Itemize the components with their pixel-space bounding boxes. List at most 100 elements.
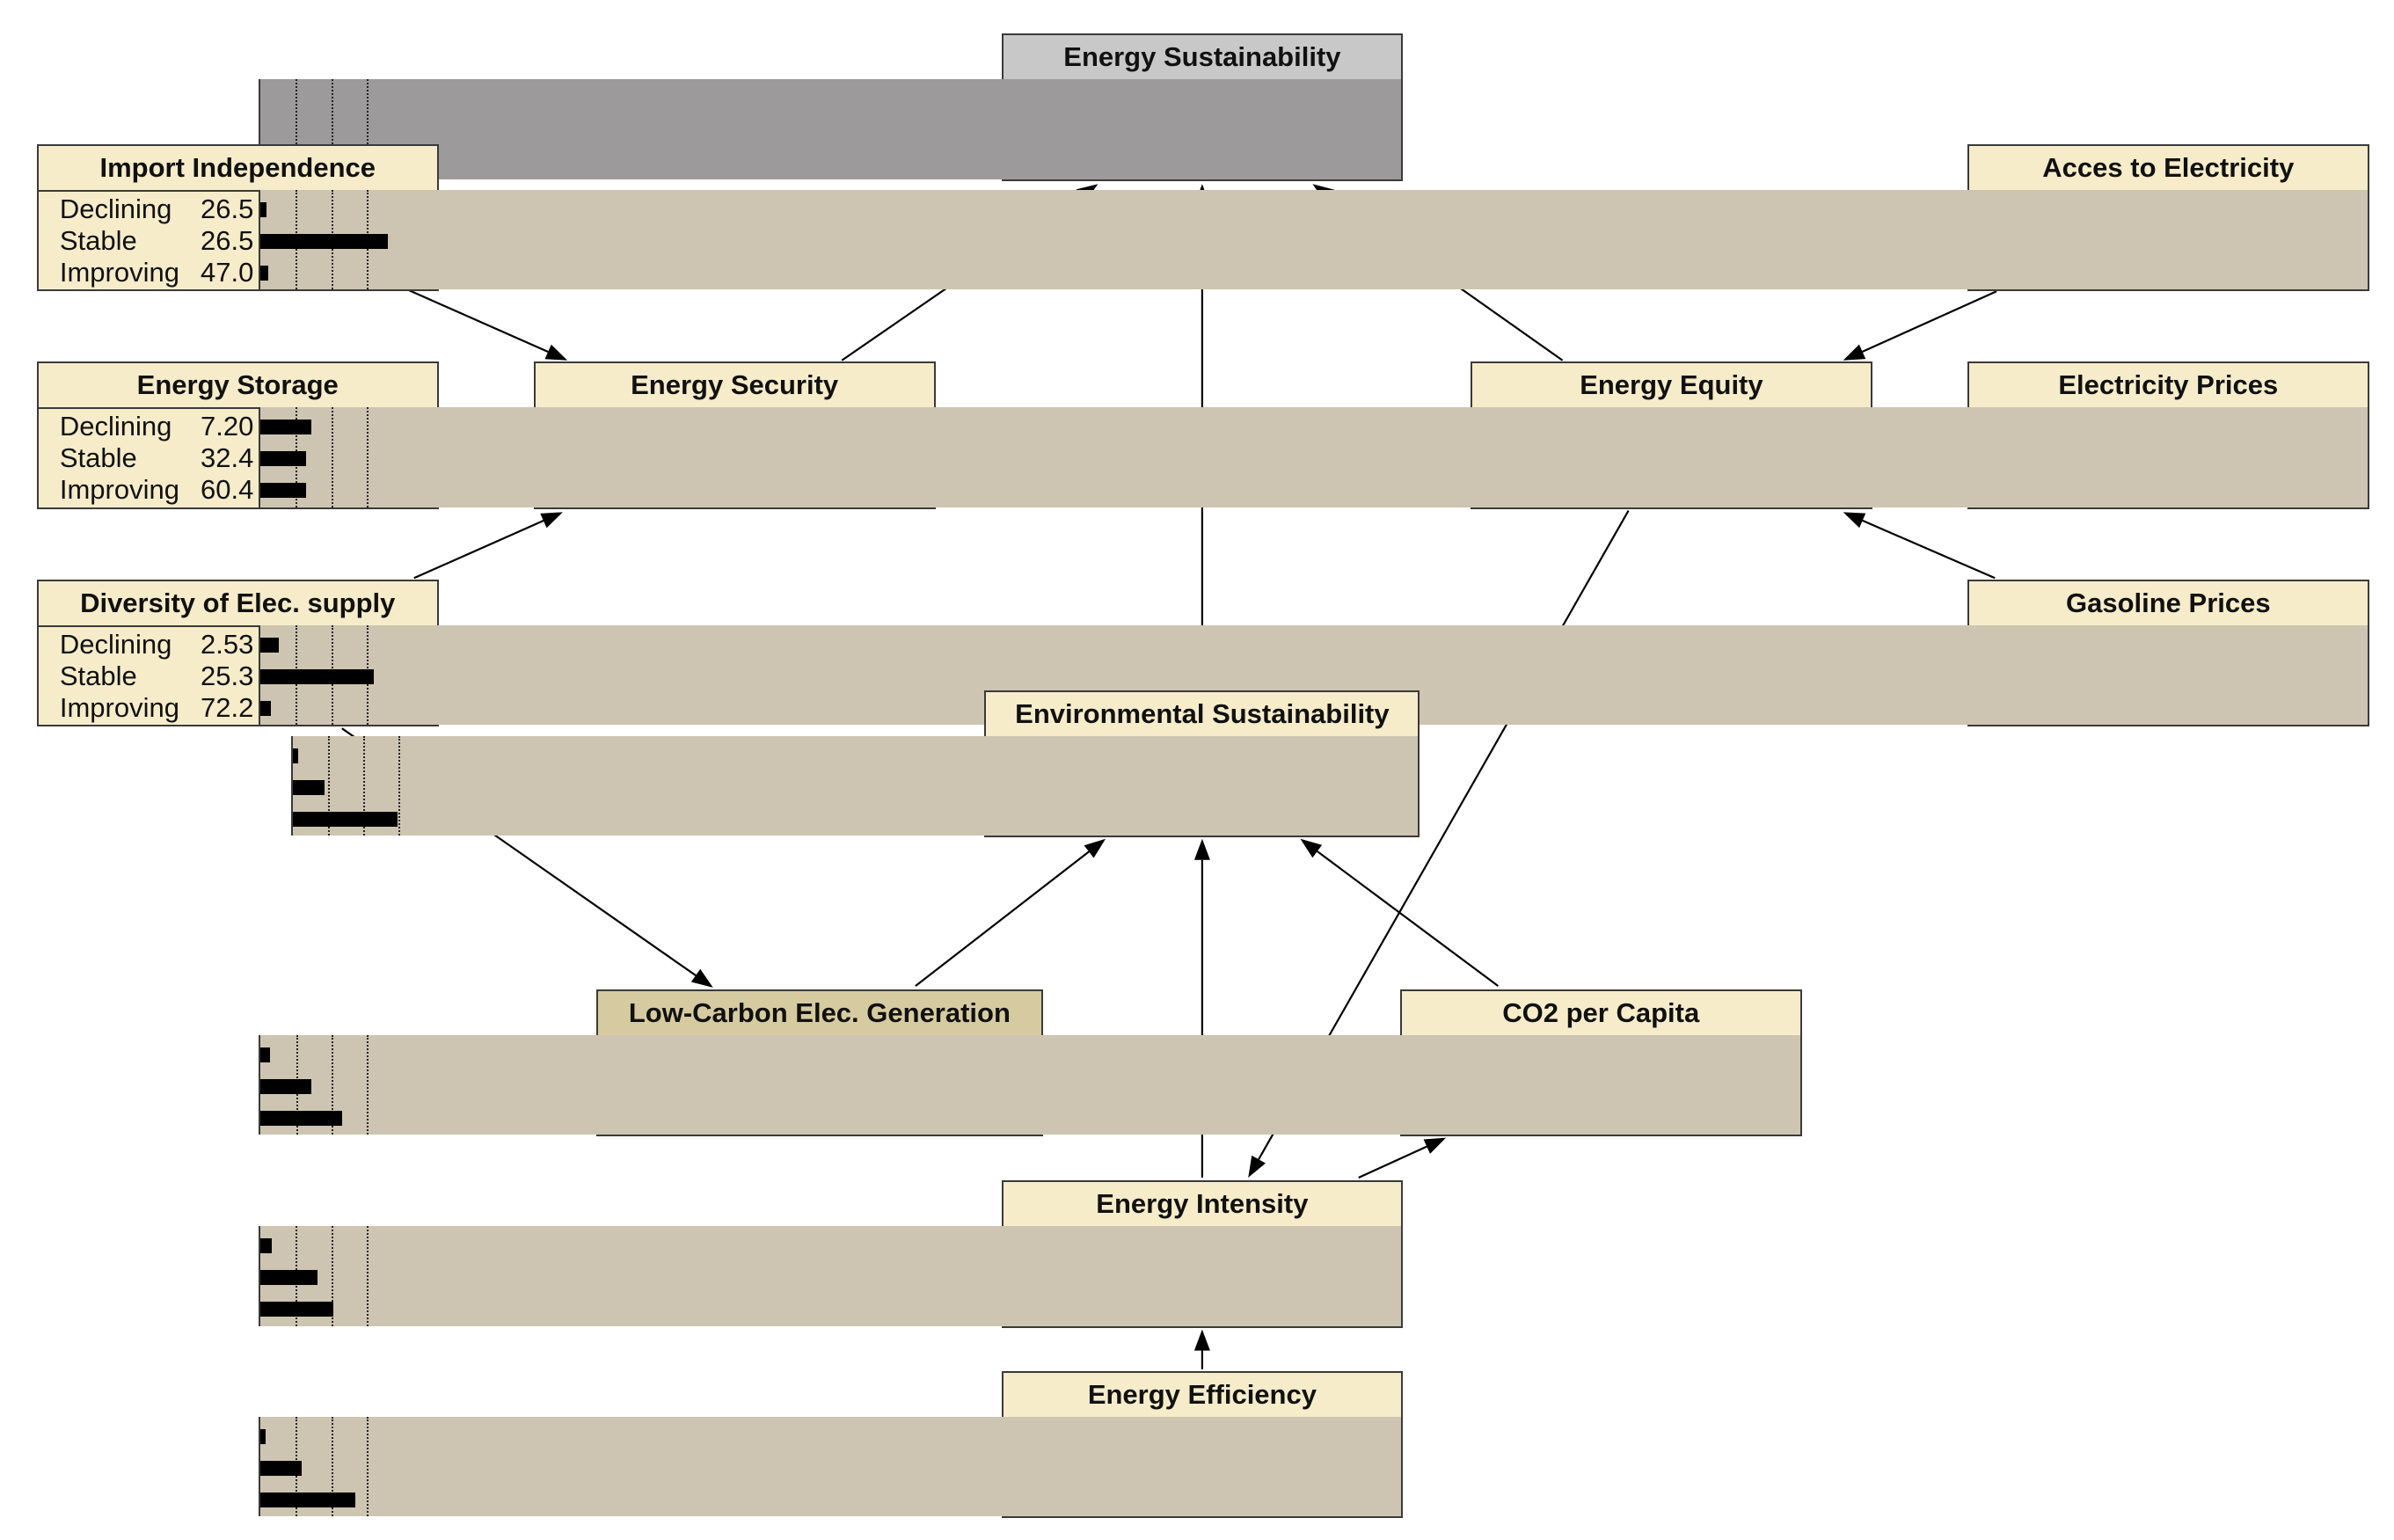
node-co2-capita[interactable]: CO2 per CapitaDeclining6.61Stable35.7Imp…: [259, 989, 1802, 1136]
arrowhead-icon: [1193, 838, 1210, 860]
state-probability: 25.3: [201, 661, 254, 692]
probability-gauge: [259, 1416, 1402, 1517]
gauge-tick: [331, 407, 333, 507]
gauge-tick: [331, 1226, 333, 1326]
state-row-declining[interactable]: Declining 26.5: [39, 193, 263, 225]
arrowhead-icon: [1300, 838, 1323, 858]
gauge-tick: [398, 735, 401, 836]
edge-energy_efficiency-to-energy_intensity: [1193, 1329, 1210, 1369]
state-row-stable[interactable]: Stable 25.3: [39, 661, 263, 692]
probability-bar: [260, 420, 311, 435]
edge-co2_capita-to-environmental_sustainability: [1300, 838, 1500, 987]
probability-gauge: [259, 1226, 1402, 1326]
probability-bar: [260, 1047, 270, 1062]
probability-bar: [260, 1270, 318, 1286]
probability-bar: [260, 483, 306, 499]
arrowhead-icon: [540, 512, 563, 529]
arrowhead-icon: [690, 968, 713, 988]
state-label: Improving: [59, 474, 179, 506]
edge-low_carbon-to-environmental_sustainability: [915, 838, 1106, 987]
node-environmental-sustainability[interactable]: Environmental SustainabilityDeclining3.6…: [290, 690, 1420, 837]
node-title: Gasoline Prices: [1968, 581, 2368, 628]
state-label: Declining: [59, 193, 172, 224]
probability-bar: [292, 811, 398, 827]
node-energy-intensity[interactable]: Energy IntensityDeclining8.16Stable40.3I…: [259, 1180, 1404, 1328]
gauge-tick: [366, 1034, 369, 1135]
node-title: CO2 per Capita: [1401, 991, 1800, 1037]
probability-bar: [292, 779, 325, 795]
gauge-tick: [296, 79, 298, 179]
state-row-declining[interactable]: Declining 2.53: [39, 629, 263, 661]
node-title: Acces to Electricity: [1968, 146, 2368, 192]
edge-energy_intensity-to-co2_capita: [1358, 1137, 1447, 1179]
node-title: Energy Efficiency: [1003, 1373, 1402, 1419]
gauge-tick: [331, 79, 333, 179]
node-energy-efficiency[interactable]: Energy EfficiencyDeclining3.66Stable29.3…: [259, 1370, 1404, 1519]
edge-line: [1358, 1145, 1427, 1179]
edge-import_independence-to-energy_security: [407, 288, 568, 361]
state-row-declining[interactable]: Declining 7.20: [39, 411, 263, 442]
state-probability: 60.4: [201, 474, 254, 506]
node-access-electricity[interactable]: Acces to ElectricityDeclining4.29Stable9…: [259, 143, 2369, 292]
probability-bar: [260, 1428, 266, 1444]
gauge-tick: [328, 735, 331, 836]
state-probability: 26.5: [201, 193, 254, 224]
node-title: Environmental Sustainability: [986, 692, 1419, 738]
node-title: Energy Intensity: [1003, 1182, 1402, 1229]
probability-gauge: [259, 79, 1402, 179]
probability-bar: [260, 1238, 273, 1254]
node-gasoline-prices[interactable]: Gasoline PricesDeclining12.7Stable80.4Im…: [259, 580, 2369, 727]
state-label: Stable: [59, 224, 137, 256]
state-label: Declining: [59, 629, 172, 661]
state-row-improving[interactable]: Improving 72.2: [39, 692, 263, 724]
state-label: Stable: [59, 661, 137, 692]
probability-bar: [260, 233, 388, 249]
gauge-tick: [366, 407, 369, 507]
node-title: Energy Sustainability: [1003, 35, 1402, 82]
probability-bar: [260, 1460, 303, 1476]
probability-bar: [260, 669, 375, 685]
probability-gauge: [259, 407, 2368, 507]
state-label: Improving: [59, 692, 179, 724]
edge-gasoline_prices-to-energy_equity: [1843, 512, 1996, 580]
edge-line: [1862, 290, 1997, 353]
arrowhead-icon: [1248, 1155, 1266, 1179]
edge-line: [407, 288, 549, 354]
node-title: Energy Security: [535, 363, 934, 410]
state-probability: 2.53: [201, 629, 254, 661]
node-title: Electricity Prices: [1968, 363, 2368, 410]
probability-gauge: [259, 1034, 1800, 1135]
arrowhead-icon: [1084, 838, 1106, 858]
node-title: Import Independence: [38, 146, 437, 192]
state-label: Stable: [59, 442, 137, 474]
node-title: Energy Equity: [1472, 363, 1871, 410]
probability-bar: [260, 1492, 356, 1507]
arrowhead-icon: [544, 344, 568, 361]
state-probability: 72.2: [201, 692, 254, 724]
probability-bar: [260, 701, 271, 717]
probability-bar: [292, 748, 298, 763]
node-title: Low-Carbon Elec. Generation: [598, 991, 1041, 1037]
probability-bar: [260, 638, 279, 653]
gauge-tick: [366, 79, 369, 179]
state-row-improving[interactable]: Improving 60.4: [39, 474, 263, 506]
probability-gauge: [290, 735, 1419, 836]
state-probability: 7.20: [201, 411, 254, 442]
probability-bar: [260, 201, 267, 217]
probability-bar: [260, 451, 306, 467]
probability-bar: [260, 1110, 342, 1126]
gauge-tick: [363, 735, 366, 836]
edge-line: [1317, 850, 1500, 987]
state-label: Declining: [59, 411, 172, 442]
node-electricity-prices[interactable]: Electricity PricesDeclining35.9Stable31.…: [259, 361, 2369, 509]
node-title: Energy Storage: [38, 363, 437, 410]
edge-access_electricity-to-energy_equity: [1843, 290, 1997, 361]
gauge-tick: [331, 1034, 333, 1135]
node-energy-sustainability[interactable]: Energy SustainabilityDeclining0Stable0Im…: [259, 33, 1404, 181]
